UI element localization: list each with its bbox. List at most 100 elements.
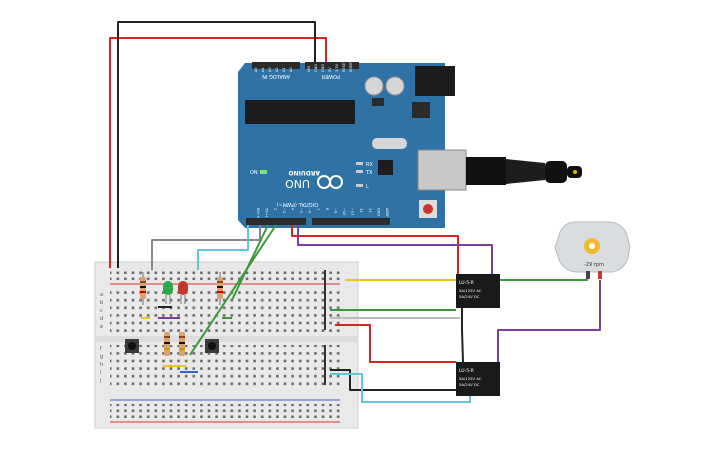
power-pin-label: IOREF bbox=[349, 62, 353, 72]
analog-pin-label: A0 bbox=[289, 67, 293, 72]
relay-bottom-spec-2: 5A/24V DC bbox=[459, 382, 480, 387]
digital-pin-label: GND bbox=[376, 208, 380, 216]
dc-motor[interactable]: -29 rpm bbox=[554, 221, 631, 279]
usb-cable[interactable] bbox=[466, 157, 582, 185]
motor-rpm: -29 rpm bbox=[584, 262, 604, 268]
wire-cyan-1 bbox=[197, 225, 249, 270]
usb-port[interactable] bbox=[417, 149, 467, 191]
relay-top[interactable]: LU-5-R 5A/125V AC 5A/24V DC bbox=[456, 274, 500, 308]
microcontroller-chip bbox=[245, 100, 355, 124]
led-green[interactable] bbox=[163, 281, 173, 304]
relay-top-spec-1: 5A/125V AC bbox=[459, 288, 482, 293]
crystal-oscillator bbox=[372, 138, 407, 149]
power-pin-label: GND bbox=[314, 64, 318, 72]
digital-pin-label: RX←0 bbox=[256, 208, 260, 218]
row-letter: b bbox=[100, 300, 103, 306]
wire-purple-relay bbox=[297, 225, 493, 274]
digital-pin-label: ~3 bbox=[282, 208, 286, 213]
arduino-uno[interactable]: ON RX TX L ARDUINO UNO ANALOG IN POWER D… bbox=[238, 60, 467, 228]
model-label: UNO bbox=[285, 177, 310, 190]
analog-label: ANALOG IN bbox=[262, 73, 290, 79]
digital-pin-label: ~9 bbox=[333, 208, 337, 213]
power-pin-label: VIN bbox=[307, 66, 311, 72]
row-letter: g bbox=[100, 354, 103, 360]
analog-pin-label: A2 bbox=[275, 67, 279, 72]
digital-pin-label: AREF bbox=[385, 208, 389, 217]
resistor-4[interactable] bbox=[179, 332, 185, 356]
digital-header-low bbox=[312, 218, 390, 225]
arduino-logo bbox=[317, 175, 343, 189]
pushbutton-left[interactable] bbox=[125, 339, 139, 353]
row-letter: c bbox=[100, 308, 103, 314]
relay-top-spec-2: 5A/24V DC bbox=[459, 294, 480, 299]
power-pin-label: 3.3V bbox=[335, 63, 339, 72]
digital-pin-label: 4 bbox=[290, 208, 294, 211]
wire-black-relays bbox=[461, 308, 464, 363]
relay-bottom[interactable]: LU-5-R 5A/125V AC 5A/24V DC bbox=[456, 362, 500, 396]
wire-black-gnd bbox=[117, 21, 316, 268]
analog-header bbox=[252, 62, 300, 69]
row-letter: e bbox=[100, 324, 103, 330]
tx-label: TX bbox=[365, 170, 373, 176]
bottom-terminal-strip bbox=[110, 345, 340, 387]
digital-pin-label: 7 bbox=[316, 208, 320, 210]
wire-black-bottom bbox=[330, 369, 456, 391]
resistor-3[interactable] bbox=[164, 332, 170, 356]
row-letter: h bbox=[100, 362, 103, 368]
power-header bbox=[305, 62, 359, 69]
digital-pin-label: ~6 bbox=[308, 208, 312, 213]
top-power-rail bbox=[110, 268, 340, 282]
analog-pin-label: A5 bbox=[254, 67, 258, 72]
row-letter: d bbox=[100, 316, 103, 322]
digital-pin-label: 2 bbox=[273, 208, 277, 210]
wire-red-relay bbox=[291, 225, 459, 274]
on-label: ON bbox=[250, 170, 258, 176]
analog-pin-label: A3 bbox=[268, 67, 272, 72]
digital-pin-label: ~10 bbox=[342, 208, 346, 215]
digital-pin-label: ~5 bbox=[299, 208, 303, 213]
wire-gray bbox=[151, 225, 261, 270]
digital-pin-label: TX→1 bbox=[265, 207, 269, 218]
row-letter: a bbox=[100, 292, 103, 298]
capacitor-2 bbox=[385, 76, 405, 96]
top-terminal-strip bbox=[110, 291, 340, 333]
pushbutton-right[interactable] bbox=[205, 339, 219, 353]
analog-pin-label: A4 bbox=[261, 67, 265, 72]
relay-bottom-model: LU-5-R bbox=[459, 368, 474, 374]
resistor-2[interactable] bbox=[217, 272, 223, 305]
relay-bottom-spec-1: 5A/125V AC bbox=[459, 376, 482, 381]
analog-pin-label: A1 bbox=[282, 67, 286, 72]
wire-red-bottom-relay bbox=[335, 324, 456, 363]
wire-red-5v bbox=[109, 37, 327, 268]
digital-pin-label: 8 bbox=[325, 208, 329, 210]
power-pin-label: GND bbox=[321, 64, 325, 72]
brand-label: ARDUINO bbox=[289, 169, 320, 176]
row-letter: j bbox=[99, 378, 101, 384]
bottom-power-rail bbox=[110, 404, 340, 418]
rx-label: RX bbox=[366, 162, 373, 168]
wire-cyan-bottom bbox=[330, 373, 471, 403]
wire-green-2 bbox=[189, 224, 277, 356]
row-letter: i bbox=[100, 370, 101, 376]
resistor-1[interactable] bbox=[140, 272, 146, 305]
digital-label: DIGITAL (PWM~) bbox=[276, 201, 318, 207]
led-red[interactable] bbox=[178, 281, 188, 304]
row-letter: f bbox=[100, 346, 102, 352]
digital-header-high bbox=[246, 218, 306, 225]
digital-pin-label: 12 bbox=[359, 208, 363, 212]
on-led bbox=[260, 170, 267, 174]
relay-top-model: LU-5-R bbox=[459, 280, 474, 286]
digital-pin-label: ~11 bbox=[351, 208, 355, 215]
wire-purple-motor bbox=[497, 280, 601, 362]
l-label: L bbox=[366, 184, 369, 190]
capacitor-1 bbox=[364, 76, 384, 96]
power-pin-label: RESET bbox=[342, 60, 346, 72]
dc-power-jack[interactable] bbox=[415, 66, 455, 96]
power-label: POWER bbox=[321, 73, 340, 79]
power-pin-label: 5V bbox=[328, 67, 332, 72]
